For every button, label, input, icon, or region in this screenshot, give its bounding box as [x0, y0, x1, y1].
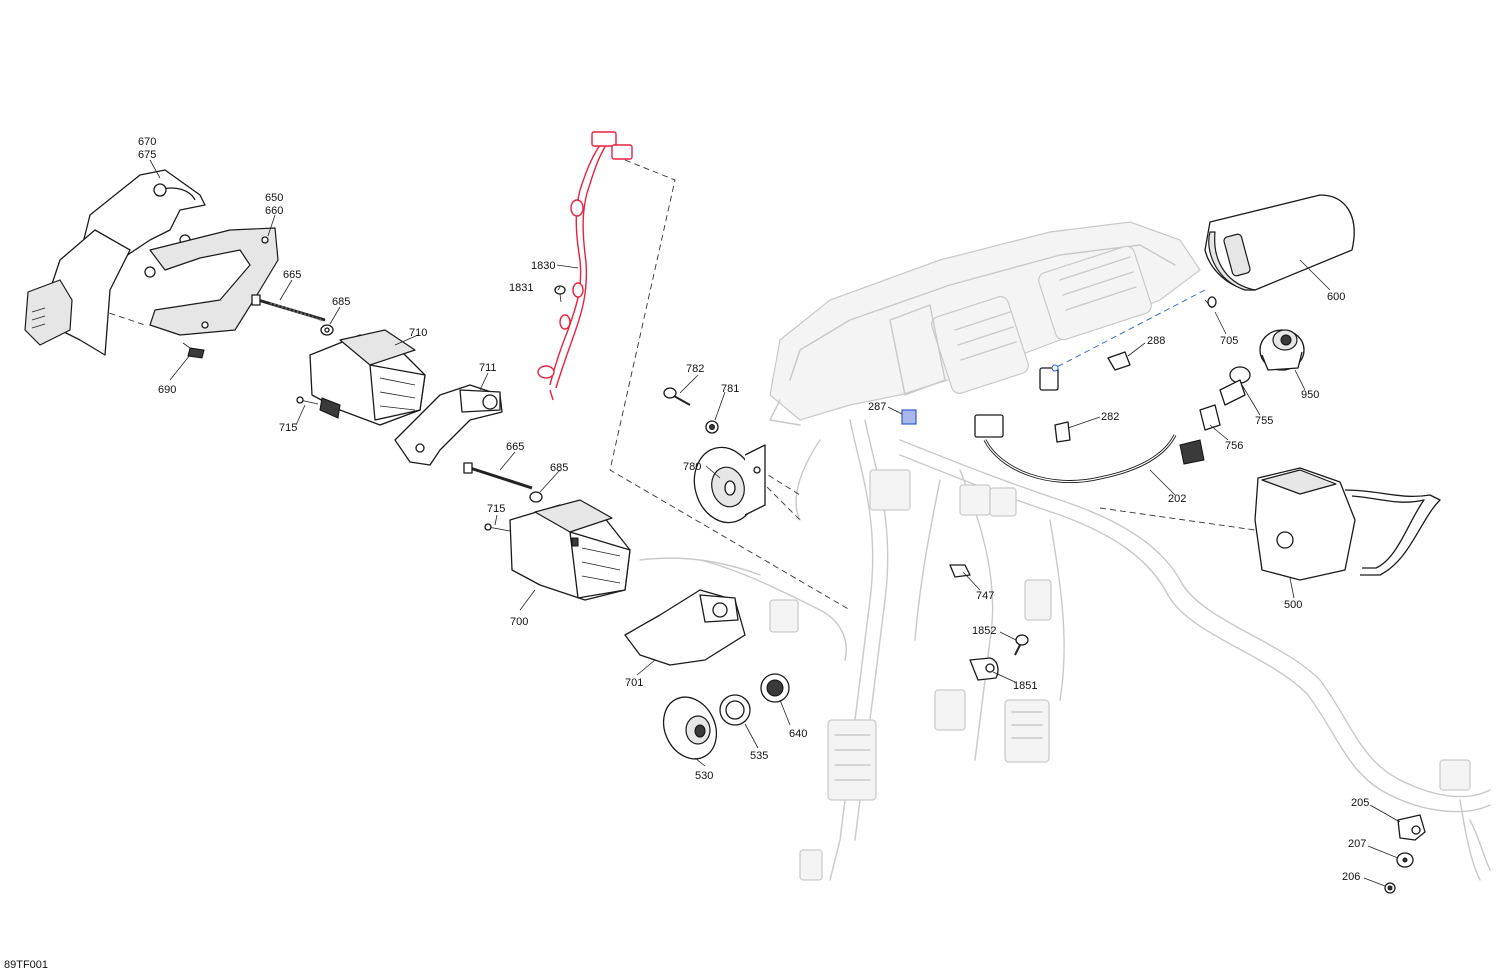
part-socket-640[interactable] [760, 673, 790, 703]
part-connector-530[interactable] [654, 688, 726, 767]
callout-202: 202 [1168, 493, 1186, 505]
callout-labels: 670 675 650 660 665 685 690 710 711 715 … [138, 136, 1369, 883]
callout-710: 710 [409, 327, 427, 339]
callout-690: 690 [158, 384, 176, 396]
part-mount-plate[interactable] [149, 227, 279, 336]
part-module-500[interactable] [1254, 467, 1441, 581]
part-bracket-701[interactable] [624, 589, 746, 666]
part-clip-288[interactable] [1107, 351, 1131, 371]
callout-781: 781 [721, 383, 739, 395]
callout-715-lower: 715 [487, 503, 505, 515]
callout-715-upper: 715 [279, 422, 297, 434]
callout-747: 747 [976, 590, 994, 602]
part-washer-685-lower[interactable] [529, 491, 543, 503]
part-long-bolt-665-lower[interactable] [463, 462, 533, 490]
callout-500: 500 [1284, 599, 1302, 611]
part-clamp-1851[interactable] [969, 657, 999, 681]
callout-1830: 1830 [531, 260, 555, 272]
part-housing-600[interactable] [1204, 194, 1355, 291]
ghosted-dashboard-assembly [639, 221, 1491, 881]
part-nut-535[interactable] [719, 694, 751, 726]
callout-705: 705 [1220, 335, 1238, 347]
callout-660: 660 [265, 205, 283, 217]
part-screw-1831[interactable] [554, 285, 566, 303]
part-clip-205[interactable] [1397, 814, 1426, 841]
part-screw-715-lower[interactable] [484, 523, 511, 532]
callout-282: 282 [1101, 411, 1119, 423]
part-screw-715-upper[interactable] [296, 396, 319, 405]
callout-207: 207 [1348, 838, 1366, 850]
callout-530: 530 [695, 770, 713, 782]
callout-leaders [149, 159, 1401, 887]
callout-755: 755 [1255, 415, 1273, 427]
part-long-bolt-665-upper[interactable] [251, 294, 326, 322]
callout-1831: 1831 [509, 282, 533, 294]
callout-288: 288 [1147, 335, 1165, 347]
callout-782: 782 [686, 363, 704, 375]
part-bolt-1852[interactable] [1014, 634, 1029, 656]
part-horn-780[interactable] [686, 441, 766, 530]
callout-206: 206 [1342, 871, 1360, 883]
part-clip-282[interactable] [1054, 421, 1071, 443]
part-wire-harness-1830-highlighted[interactable] [537, 131, 633, 401]
callout-1851: 1851 [1013, 680, 1037, 692]
callout-685-lower: 685 [550, 462, 568, 474]
part-actuator-700[interactable] [509, 499, 631, 601]
callout-650: 650 [265, 192, 283, 204]
callout-701: 701 [625, 677, 643, 689]
part-screw-705[interactable] [1204, 296, 1217, 309]
part-bolt-690[interactable] [182, 342, 205, 359]
callout-665-lower: 665 [506, 441, 524, 453]
part-clip-287-selected[interactable] [901, 409, 917, 425]
callout-711: 711 [479, 362, 497, 374]
assembly-guide-lines [99, 159, 1256, 611]
part-bracket-711[interactable] [394, 384, 503, 466]
callout-1852: 1852 [972, 625, 996, 637]
callout-287: 287 [868, 401, 886, 413]
part-washer-207[interactable] [1396, 852, 1414, 868]
callout-756: 756 [1225, 440, 1243, 452]
callout-535: 535 [750, 750, 768, 762]
part-washer-685-upper[interactable] [320, 324, 334, 336]
callout-675: 675 [138, 149, 156, 161]
part-clip-747[interactable] [949, 564, 971, 578]
part-nut-206[interactable] [1384, 882, 1396, 894]
callout-780: 780 [683, 461, 701, 473]
part-nut-781[interactable] [705, 420, 719, 434]
callout-600: 600 [1327, 291, 1345, 303]
callout-685-upper: 685 [332, 296, 350, 308]
part-mount-bracket[interactable] [24, 169, 206, 356]
part-connector-755[interactable] [1219, 366, 1251, 406]
part-bolt-782[interactable] [663, 387, 691, 406]
part-actuator-710[interactable] [309, 329, 426, 426]
callout-700: 700 [510, 616, 528, 628]
part-connector-756[interactable] [1179, 404, 1221, 465]
callout-640: 640 [789, 728, 807, 740]
diagram-reference-code: 89TF001 [4, 959, 48, 971]
callout-670: 670 [138, 136, 156, 148]
part-connector-1055 [1039, 364, 1059, 391]
part-socket-950[interactable] [1259, 329, 1305, 371]
part-harness-202[interactable] [974, 414, 1177, 483]
callout-205: 205 [1351, 797, 1369, 809]
callout-950: 950 [1301, 389, 1319, 401]
callout-665-upper: 665 [283, 269, 301, 281]
